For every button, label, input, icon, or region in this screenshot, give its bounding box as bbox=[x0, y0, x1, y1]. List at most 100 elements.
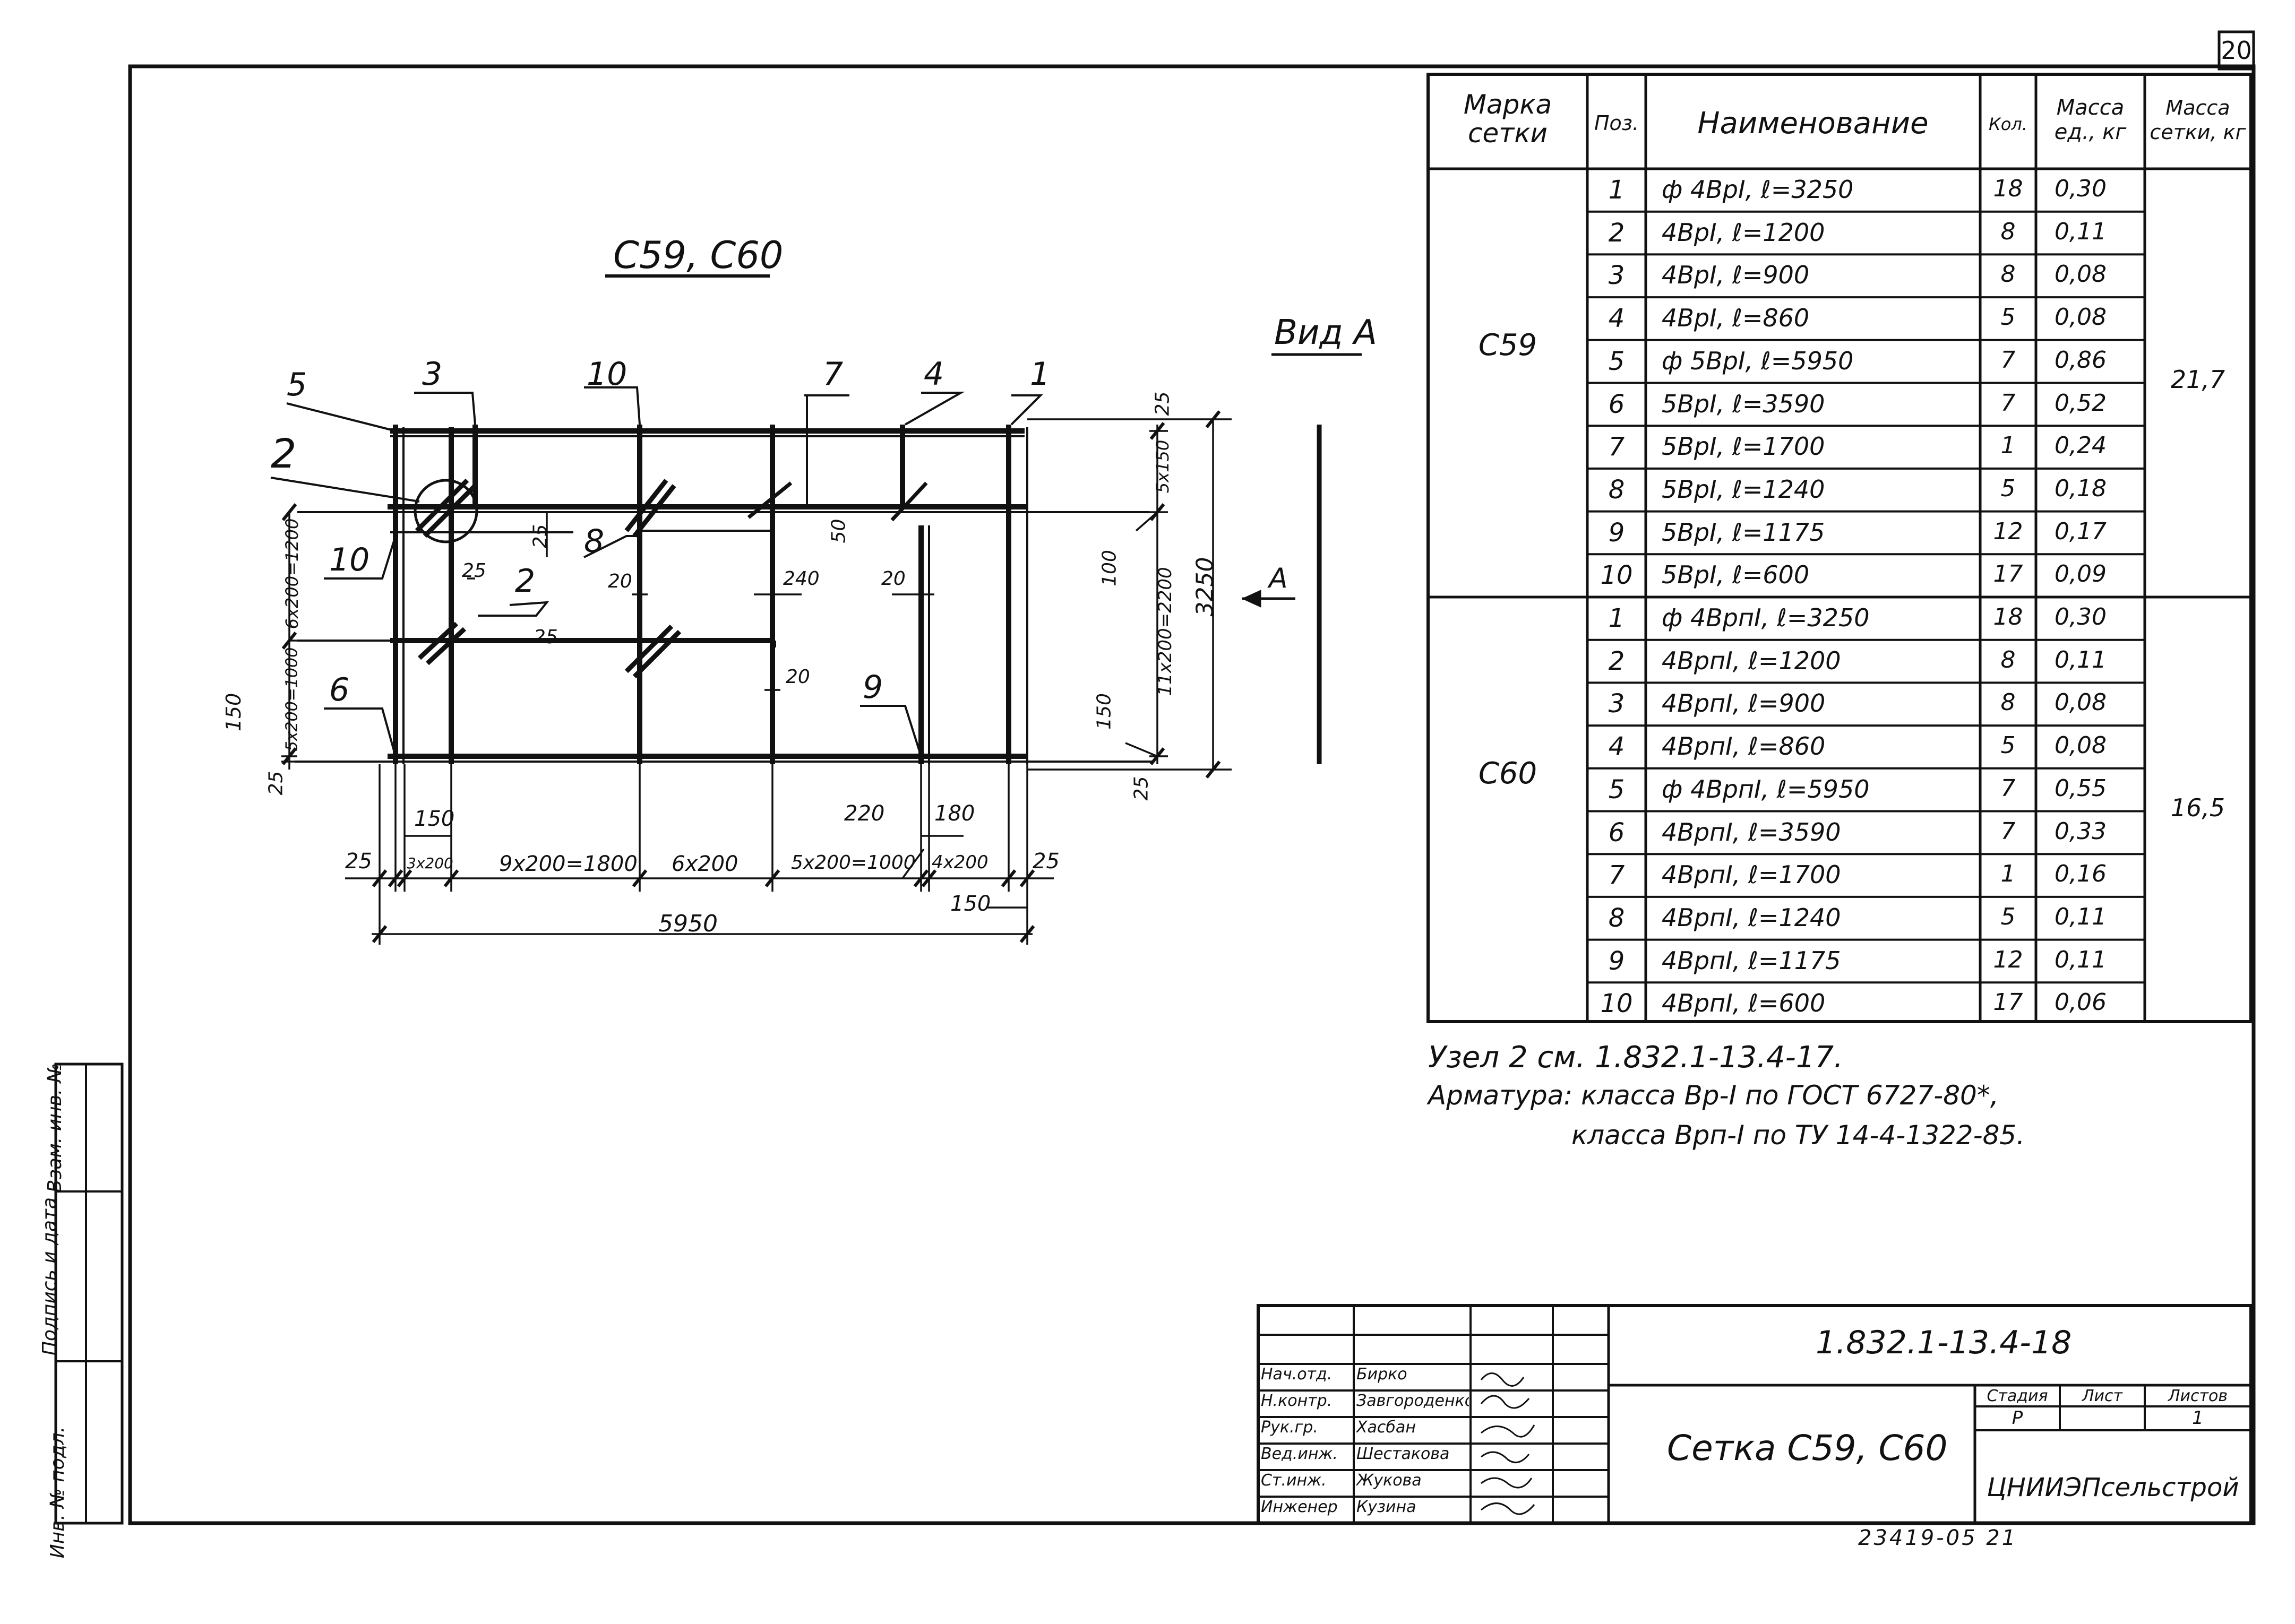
dim-bottom-5x200: 5х200=1000 bbox=[791, 852, 916, 874]
signature-role: Инженер bbox=[1261, 1498, 1338, 1516]
spec-header-mesh-mass: Масса сетки, кг bbox=[2150, 96, 2246, 144]
spec-cell-name: ф 5ВрI, ℓ=5950 bbox=[1662, 346, 1854, 375]
spec-cell-pos: 2 bbox=[1608, 218, 1625, 248]
spec-cell-pos: 3 bbox=[1608, 261, 1625, 291]
spec-cell-pos: 10 bbox=[1600, 560, 1633, 591]
spec-cell-name: 4ВрпI, ℓ=900 bbox=[1662, 689, 1826, 718]
title-block-name: Сетка С59, С60 bbox=[1667, 1428, 1948, 1468]
note-rebar-class-1: Арматура: класса Вр-I по ГОСТ 6727-80*, bbox=[1428, 1080, 1999, 1111]
spec-cell-pos: 2 bbox=[1608, 646, 1625, 676]
spec-cell-qty: 8 bbox=[2000, 646, 2016, 673]
spec-cell-mass: 0,11 bbox=[2055, 903, 2107, 930]
spec-cell-mass: 0,30 bbox=[2055, 603, 2107, 630]
spec-cell-pos: 9 bbox=[1608, 517, 1625, 548]
title-block-code: 1.832.1-13.4-18 bbox=[1816, 1324, 2072, 1361]
signature-role: Н.контр. bbox=[1261, 1392, 1333, 1410]
footer-stamp: 23419-05 21 bbox=[1858, 1526, 2018, 1550]
spec-cell-qty: 5 bbox=[2000, 732, 2016, 759]
spec-cell-pos: 3 bbox=[1608, 689, 1625, 719]
signature-name: Завгороденко bbox=[1356, 1392, 1469, 1410]
spec-cell-qty: 5 bbox=[2000, 903, 2016, 930]
spec-cell-qty: 8 bbox=[2000, 689, 2016, 716]
callout-pos-3: 3 bbox=[422, 356, 443, 393]
dim-bottom-25-left: 25 bbox=[345, 849, 372, 874]
spec-cell-pos: 4 bbox=[1608, 732, 1625, 762]
spec-cell-mass: 0,11 bbox=[2055, 646, 2107, 673]
spec-cell-mass: 0,09 bbox=[2055, 560, 2107, 588]
title-block-sheet-header: Лист bbox=[2082, 1387, 2123, 1405]
spec-cell-name: ф 4ВрпI, ℓ=5950 bbox=[1662, 774, 1870, 804]
spec-cell-mass: 0,55 bbox=[2055, 774, 2107, 802]
spec-cell-qty: 7 bbox=[2000, 774, 2016, 802]
signature-name: Шестакова bbox=[1356, 1445, 1450, 1463]
spec-group-mark: С60 bbox=[1478, 756, 1537, 791]
spec-cell-mass: 0,06 bbox=[2055, 989, 2107, 1016]
spec-cell-mass: 0,16 bbox=[2055, 860, 2107, 888]
callout-pos-10b: 10 bbox=[329, 541, 370, 578]
spec-cell-pos: 1 bbox=[1608, 175, 1625, 205]
spec-cell-qty: 7 bbox=[2000, 346, 2016, 374]
spec-cell-pos: 6 bbox=[1608, 817, 1625, 848]
spec-cell-qty: 12 bbox=[1993, 946, 2023, 973]
drawing-title: С59, С60 bbox=[613, 234, 784, 277]
spec-cell-mass: 0,24 bbox=[2055, 432, 2107, 460]
spec-cell-name: 5ВрI, ℓ=1175 bbox=[1662, 517, 1825, 547]
spec-cell-mass: 0,08 bbox=[2055, 732, 2107, 759]
spec-cell-qty: 17 bbox=[1993, 560, 2023, 588]
title-block-stage-header: Стадия bbox=[1987, 1387, 2048, 1405]
spec-header-qty: Кол. bbox=[1989, 114, 2027, 134]
title-block-org: ЦНИИЭПсельстрой bbox=[1987, 1473, 2239, 1502]
spec-cell-name: 4ВрпI, ℓ=1240 bbox=[1662, 903, 1841, 932]
callout-pos-4: 4 bbox=[924, 356, 944, 393]
dim-bottom-25-right: 25 bbox=[1033, 849, 1060, 874]
spec-cell-mass: 0,11 bbox=[2055, 946, 2107, 973]
drawing-title-underline bbox=[605, 274, 770, 278]
dim-total-length: 5950 bbox=[658, 910, 718, 937]
spec-cell-qty: 7 bbox=[2000, 389, 2016, 417]
spec-cell-name: 5ВрI, ℓ=600 bbox=[1662, 560, 1810, 590]
spec-cell-mass: 0,08 bbox=[2055, 689, 2107, 716]
spec-cell-pos: 8 bbox=[1608, 903, 1625, 933]
spec-cell-mass: 0,86 bbox=[2055, 346, 2107, 374]
spec-cell-name: 4ВрпI, ℓ=1175 bbox=[1662, 946, 1841, 975]
spec-cell-name: 4ВрпI, ℓ=3590 bbox=[1662, 817, 1841, 846]
dim-bottom-220: 220 bbox=[844, 801, 885, 826]
signature-name: Хасбан bbox=[1356, 1418, 1416, 1437]
spec-cell-name: 5ВрI, ℓ=1240 bbox=[1662, 474, 1825, 504]
title-block-stage-value: Р bbox=[2012, 1407, 2023, 1429]
dim-inner-20-d: 20 bbox=[786, 666, 810, 688]
view-label: Вид А bbox=[1274, 313, 1377, 352]
spec-cell-qty: 1 bbox=[2000, 432, 2016, 460]
spec-cell-name: 5ВрI, ℓ=1700 bbox=[1662, 432, 1825, 461]
dim-bottom-150-upper: 150 bbox=[414, 807, 455, 831]
spec-cell-pos: 7 bbox=[1608, 432, 1625, 462]
spec-cell-name: 4ВрI, ℓ=1200 bbox=[1662, 218, 1825, 247]
spec-cell-qty: 5 bbox=[2000, 304, 2016, 331]
dim-inner-25-a: 25 bbox=[462, 560, 486, 582]
dim-inner-25-c: 25 bbox=[534, 626, 558, 648]
signature-role: Вед.инж. bbox=[1261, 1445, 1338, 1463]
signature-name: Бирко bbox=[1356, 1365, 1407, 1384]
spec-cell-pos: 1 bbox=[1608, 603, 1625, 633]
dim-bottom-180: 180 bbox=[934, 801, 975, 826]
callout-pos-10: 10 bbox=[587, 356, 628, 393]
spec-cell-qty: 18 bbox=[1993, 603, 2023, 630]
spec-cell-pos: 10 bbox=[1600, 989, 1633, 1019]
spec-cell-mass: 0,18 bbox=[2055, 474, 2107, 502]
title-block-sheets-value: 1 bbox=[2192, 1407, 2204, 1429]
note-rebar-class-2: класса Врп-I по ТУ 14-4-1322-85. bbox=[1571, 1120, 2025, 1151]
spec-cell-pos: 9 bbox=[1608, 946, 1625, 976]
spec-cell-mass: 0,11 bbox=[2055, 218, 2107, 245]
dim-bottom-6x200: 6х200 bbox=[672, 852, 738, 876]
spec-cell-mass: 0,08 bbox=[2055, 261, 2107, 288]
spec-cell-pos: 5 bbox=[1608, 346, 1625, 376]
spec-cell-pos: 4 bbox=[1608, 304, 1625, 334]
spec-cell-name: 4ВрпI, ℓ=600 bbox=[1662, 989, 1826, 1018]
signature-role: Ст.инж. bbox=[1261, 1471, 1327, 1490]
spec-cell-mass: 0,17 bbox=[2055, 517, 2107, 545]
dim-inner-240: 240 bbox=[783, 568, 820, 590]
spec-cell-pos: 8 bbox=[1608, 474, 1625, 505]
spec-cell-name: 4ВрпI, ℓ=860 bbox=[1662, 732, 1826, 761]
